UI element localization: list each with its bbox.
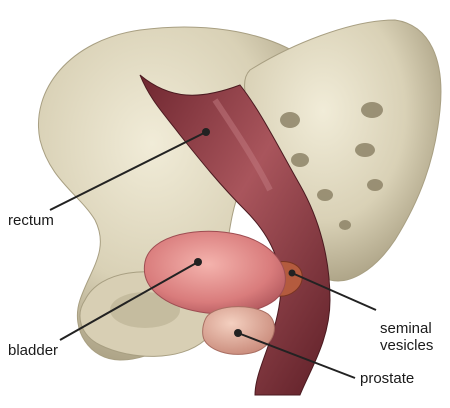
prostate-dot [234,329,242,337]
seminal-vesicles-dot [289,270,296,277]
rectum-dot [202,128,210,136]
prostate-label: prostate [360,370,414,387]
seminal-vesicles-label: seminal vesicles [380,320,433,354]
seminal-vesicles-label-line1: seminal [380,320,433,337]
bladder-label: bladder [8,342,58,359]
bladder-dot [194,258,202,266]
seminal-vesicles-label-line2: vesicles [380,337,433,354]
rectum-label: rectum [8,212,54,229]
